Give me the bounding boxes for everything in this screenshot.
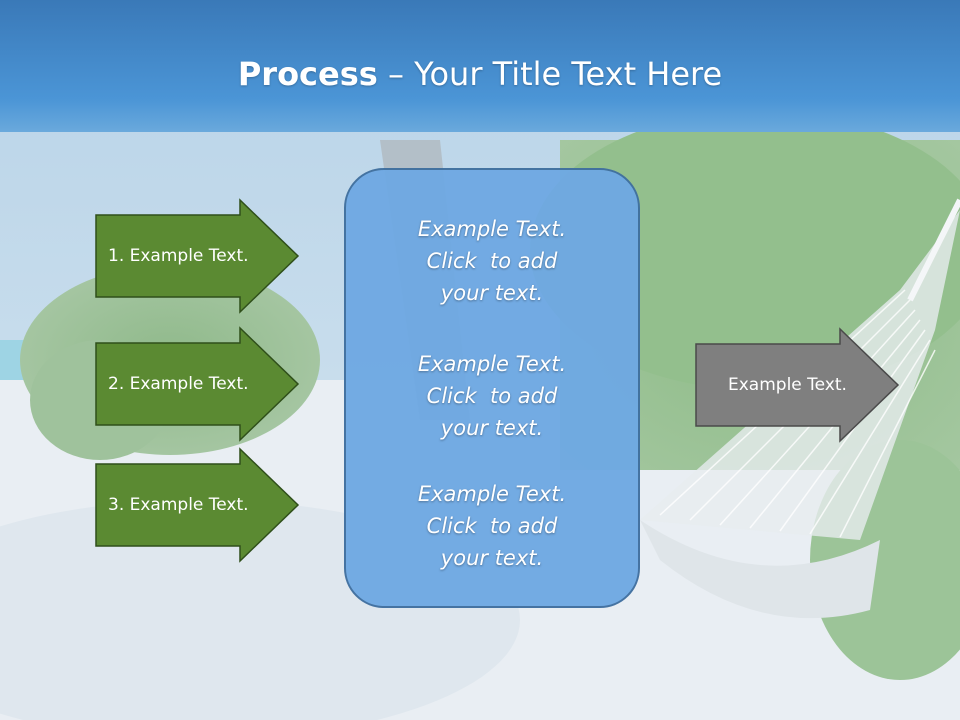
arrow-right-shape <box>95 326 300 442</box>
title-rest: – Your Title Text Here <box>377 55 723 93</box>
slide-title: Process – Your Title Text Here <box>0 52 960 96</box>
center-block-1-line1: Example Text. <box>417 217 567 241</box>
center-block-3-line2: Click to add <box>426 514 558 538</box>
center-block-1-line2: Click to add <box>426 249 558 273</box>
right-arrow[interactable]: Example Text. <box>694 327 900 443</box>
arrow-right-shape <box>95 447 300 563</box>
center-block-3-line3: your text. <box>440 546 544 570</box>
left-arrow-3[interactable]: 3. Example Text. <box>94 447 300 563</box>
left-arrow-2[interactable]: 2. Example Text. <box>94 326 300 442</box>
center-block-2-line2: Click to add <box>426 384 558 408</box>
center-block-1-line3: your text. <box>440 281 544 305</box>
left-arrow-1-label: 1. Example Text. <box>108 246 249 266</box>
left-arrow-1[interactable]: 1. Example Text. <box>94 198 300 314</box>
center-block-1[interactable]: Example Text. Click to add your text. <box>344 213 640 309</box>
right-arrow-label: Example Text. <box>728 375 847 395</box>
center-block-2[interactable]: Example Text. Click to add your text. <box>344 348 640 444</box>
center-block-3-line1: Example Text. <box>417 482 567 506</box>
left-arrow-2-label: 2. Example Text. <box>108 374 249 394</box>
title-bold: Process <box>237 55 378 93</box>
center-text-panel[interactable] <box>344 168 640 608</box>
left-arrow-3-label: 3. Example Text. <box>108 495 249 515</box>
arrow-right-shape <box>695 327 900 443</box>
arrow-right-shape <box>95 198 300 314</box>
center-block-3[interactable]: Example Text. Click to add your text. <box>344 478 640 574</box>
center-block-2-line3: your text. <box>440 416 544 440</box>
center-block-2-line1: Example Text. <box>417 352 567 376</box>
